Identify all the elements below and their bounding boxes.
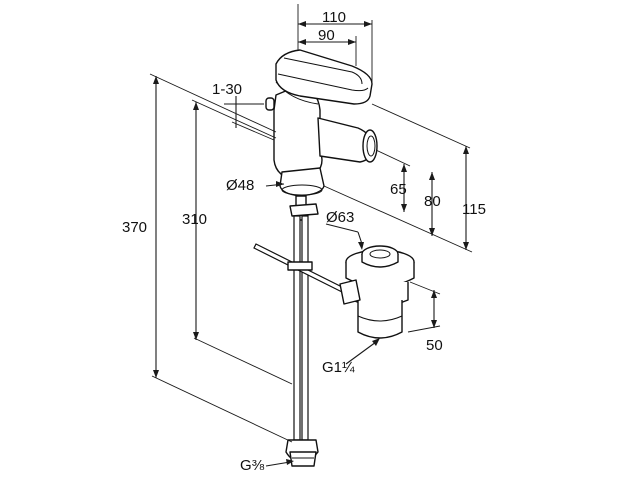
dim-total-height: 370 bbox=[122, 219, 147, 236]
dim-body-height: 310 bbox=[182, 211, 207, 228]
faucet-body bbox=[265, 49, 378, 197]
dim-spout-height: 65 bbox=[390, 181, 407, 198]
dim-waste-thread: G1¼ bbox=[322, 359, 355, 376]
dim-waste-diameter: Ø63 bbox=[326, 209, 354, 226]
dim-spout-clearance: 80 bbox=[424, 193, 441, 210]
dimension-lines bbox=[149, 4, 473, 467]
dim-lever-height: 115 bbox=[462, 201, 486, 218]
dim-base-diameter: Ø48 bbox=[226, 177, 254, 194]
popup-waste bbox=[339, 245, 415, 339]
dim-waste-height: 50 bbox=[426, 337, 443, 354]
dim-inlet-thread: G⅜ bbox=[240, 457, 265, 474]
dim-lever-angle: 1-30 bbox=[212, 81, 242, 98]
dim-width-spout: 90 bbox=[318, 27, 335, 44]
dimension-labels: 110 90 1-30 Ø48 65 80 115 Ø63 50 G1¼ 370… bbox=[122, 9, 486, 474]
mounting-assembly bbox=[253, 195, 353, 467]
dim-width-total: 110 bbox=[322, 9, 346, 26]
